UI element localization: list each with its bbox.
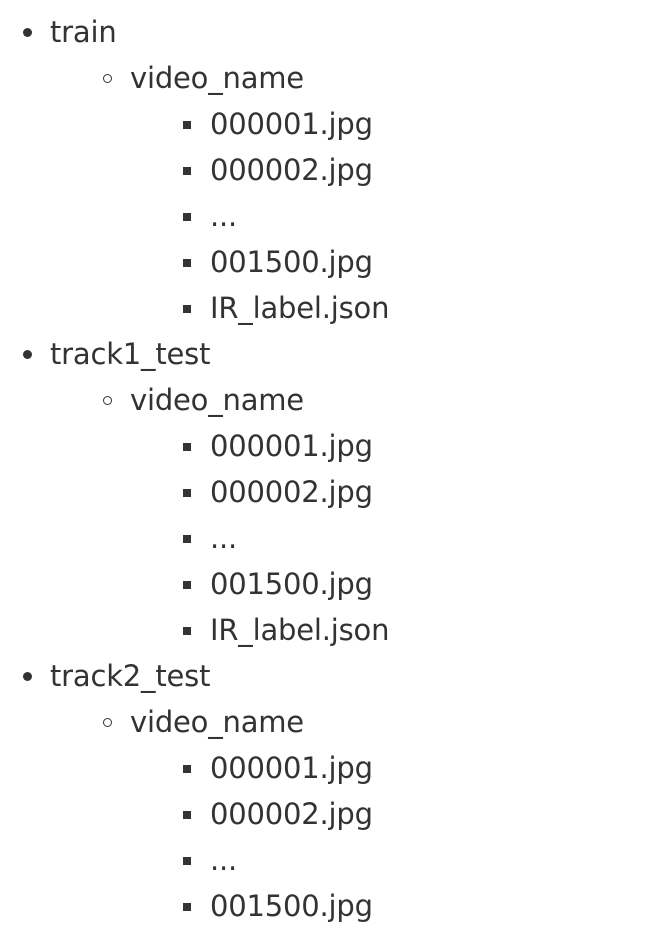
square-bullet-icon — [183, 581, 191, 589]
square-bullet-icon — [183, 903, 191, 911]
file-name: IR_label.json — [210, 613, 390, 647]
square-bullet-icon — [183, 443, 191, 451]
folder-name: train — [50, 15, 117, 49]
subfolder-name: video_name — [130, 383, 304, 417]
file-name: ... — [210, 843, 238, 877]
circle-bullet-icon — [103, 74, 112, 83]
file-name: 001500.jpg — [210, 889, 373, 923]
file-name: 000001.jpg — [210, 107, 373, 141]
disc-bullet-icon — [23, 350, 32, 359]
square-bullet-icon — [183, 259, 191, 267]
square-bullet-icon — [183, 489, 191, 497]
disc-bullet-icon — [23, 672, 32, 681]
file-name: ... — [210, 521, 238, 555]
square-bullet-icon — [183, 535, 191, 543]
file-name: 001500.jpg — [210, 567, 373, 601]
square-bullet-icon — [183, 121, 191, 129]
subfolder-name: video_name — [130, 705, 304, 739]
file-name: ... — [210, 199, 238, 233]
square-bullet-icon — [183, 305, 191, 313]
subfolder-name: video_name — [130, 61, 304, 95]
square-bullet-icon — [183, 167, 191, 175]
file-name: 000002.jpg — [210, 797, 373, 831]
square-bullet-icon — [183, 765, 191, 773]
square-bullet-icon — [183, 213, 191, 221]
square-bullet-icon — [183, 857, 191, 865]
file-name: IR_label.json — [210, 291, 390, 325]
folder-name: track1_test — [50, 337, 211, 371]
file-name: 000002.jpg — [210, 153, 373, 187]
square-bullet-icon — [183, 811, 191, 819]
circle-bullet-icon — [103, 396, 112, 405]
file-name: 001500.jpg — [210, 245, 373, 279]
file-name: 000002.jpg — [210, 475, 373, 509]
folder-name: track2_test — [50, 659, 211, 693]
disc-bullet-icon — [23, 28, 32, 37]
file-name: 000001.jpg — [210, 751, 373, 785]
file-name: 000001.jpg — [210, 429, 373, 463]
circle-bullet-icon — [103, 718, 112, 727]
square-bullet-icon — [183, 627, 191, 635]
